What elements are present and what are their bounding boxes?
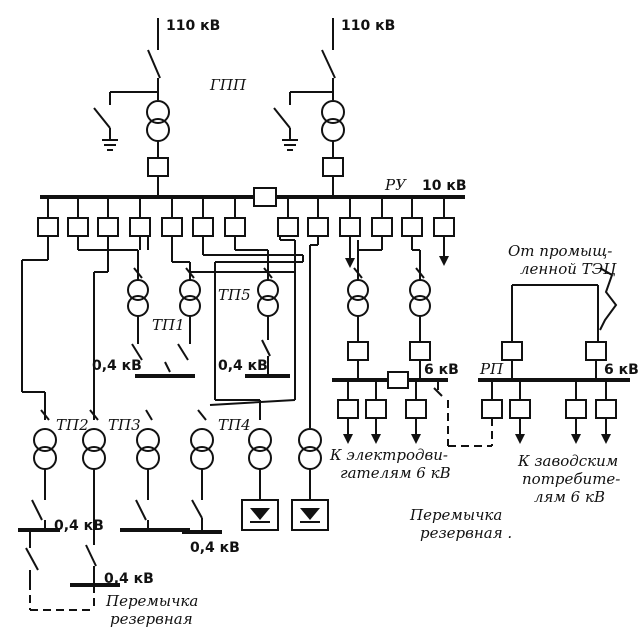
motor-6kv-section [332,267,448,444]
tp4-transformers [182,409,329,534]
rp-section [478,267,630,444]
voltage-110kv-right-label: 110 кВ [341,18,395,34]
tp3-transformers [70,236,190,587]
consumers-label-line3: лям 6 кВ [534,488,605,506]
tp4-label: ТП4 [218,416,251,434]
cable-routes [21,236,421,428]
jumper-middle-label-line2: резервная . [420,524,512,542]
consumers-label-line1: К заводским [517,452,618,470]
tec-label-line2: ленной ТЭЦ [520,260,617,278]
reserve-jumper-middle [447,400,493,447]
jumper-bottom-label-line1: Перемычка [105,592,198,610]
tp3-label: ТП3 [108,416,141,434]
jumper-bottom-label-line2: резервная [110,610,193,628]
motors-label-line2: гателям 6 кВ [340,464,451,482]
motors-label-line1: К электродви- [329,446,448,464]
tp5-transformer [245,267,290,378]
tp1-voltage-label: 0,4 кВ [92,358,142,374]
rp-label: РП [479,360,504,378]
consumers-label-line2: потребите- [522,470,620,488]
tp4-voltage-label: 0,4 кВ [190,540,240,556]
gpp-label: ГПП [209,76,247,94]
tp1-label: ТП1 [152,316,185,334]
reserve-jumper-bottom [29,582,95,611]
ru-label: РУ [384,176,407,194]
jumper-middle-label-line1: Перемычка [409,506,502,524]
tp5-label: ТП5 [218,286,251,304]
ru-feeder-cells [37,197,455,266]
tp5-voltage-label: 0,4 кВ [218,358,268,374]
rp-voltage-label: 6 кВ [604,362,639,378]
tec-label-line1: От промыщ- [508,242,612,260]
tp2-transformer [18,409,60,582]
gpp-right-feeder [273,18,345,197]
ru-10kv-busbar [40,187,465,207]
voltage-110kv-left-label: 110 кВ [166,18,220,34]
tp2-voltage-label: 0,4 кВ [54,518,104,534]
gpp-left-feeder [93,18,170,197]
ru-voltage-label: 10 кВ [422,178,467,194]
tp3-voltage-label: 0,4 кВ [104,571,154,587]
motor-bus-voltage-label: 6 кВ [424,362,459,378]
tp2-label: ТП2 [56,416,89,434]
tp1-transformers [127,267,201,378]
